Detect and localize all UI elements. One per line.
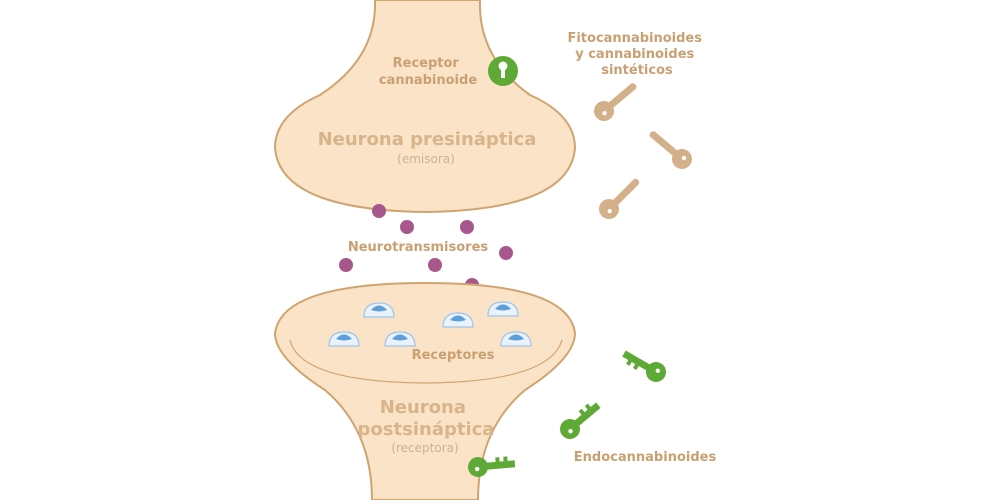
presynaptic-neuron-title: Neurona presináptica — [318, 129, 537, 150]
receptor-icon — [384, 331, 416, 347]
neurotransmitter-dot — [339, 258, 353, 272]
phytocannabinoid-key-icon — [644, 124, 697, 174]
receptor-icon — [487, 301, 519, 317]
postsynaptic-neuron — [273, 281, 577, 500]
neurotransmisores-label: Neurotransmisores — [348, 240, 489, 255]
receptores-label: Receptores — [412, 348, 495, 363]
neurotransmitter-dot — [460, 220, 474, 234]
neurotransmitter-dot — [428, 258, 442, 272]
endocannabinoides-label: Endocannabinoides — [574, 450, 717, 465]
phytocannabinoid-key-icon — [594, 172, 646, 224]
receptor-icon — [328, 331, 360, 347]
postsynaptic-neuron-subtitle: (receptora) — [391, 441, 458, 455]
presynaptic-neuron — [273, 0, 577, 214]
presynaptic-neuron-subtitle: (emisora) — [397, 152, 455, 166]
neurotransmitter-dot — [400, 220, 414, 234]
neurotransmitter-dot — [372, 204, 386, 218]
receptor-icon — [442, 312, 474, 328]
receptor-icon — [363, 302, 395, 318]
phytocannabinoid-key-icon — [589, 76, 642, 126]
cannabinoid-receptor-icon — [488, 56, 518, 86]
receptor-icon — [500, 331, 532, 347]
postsynaptic-neuron-title: Neurona postsináptica — [358, 397, 495, 440]
endocannabinoid-key-icon — [555, 397, 605, 444]
fitocannabinoides-label: Fitocannabinoides y cannabinoides sintét… — [567, 31, 706, 78]
postsynaptic-membrane-line — [289, 339, 563, 384]
neurotransmitter-dot — [499, 246, 513, 260]
endocannabinoid-key-icon — [618, 344, 670, 386]
receptor-cannabinoide-label: Receptor cannabinoide — [379, 56, 477, 88]
